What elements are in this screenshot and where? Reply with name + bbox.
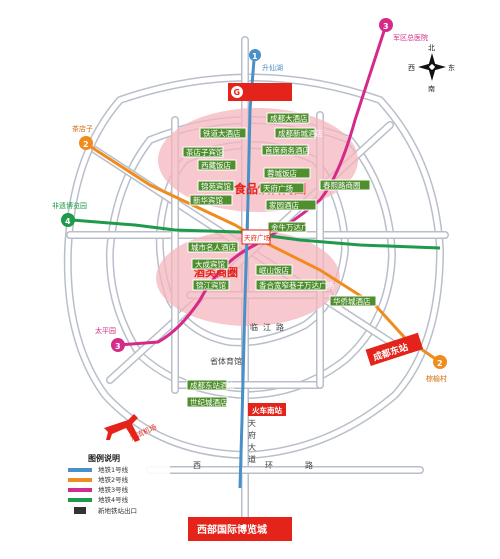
svg-text:3: 3 [383, 22, 389, 31]
svg-text:军区总医院: 军区总医院 [393, 33, 428, 42]
svg-text:大: 大 [248, 442, 256, 452]
svg-text:太平园: 太平园 [95, 326, 116, 335]
svg-text:金牛万达广场: 金牛万达广场 [271, 222, 316, 232]
svg-text:西藏饭店: 西藏饭店 [201, 160, 231, 170]
svg-text:春熙路商圈: 春熙路商圈 [323, 180, 361, 190]
metro-line-2 [87, 143, 441, 364]
svg-text:家园酒店: 家园酒店 [269, 200, 299, 210]
svg-text:东: 东 [448, 63, 455, 72]
expo-label: 西部国际博览城 [197, 523, 267, 536]
svg-text:府: 府 [248, 430, 256, 440]
svg-text:茶店子宾馆: 茶店子宾馆 [186, 147, 224, 157]
svg-text:新华宾馆: 新华宾馆 [193, 195, 223, 205]
metro-line-4 [71, 218, 441, 250]
svg-text:蓉城饭店: 蓉城饭店 [267, 168, 297, 178]
metro-line-1 [238, 59, 256, 489]
svg-text:2: 2 [437, 359, 443, 368]
svg-text:升仙湖: 升仙湖 [262, 63, 283, 72]
svg-text:成都新城酒店: 成都新城酒店 [278, 128, 323, 138]
terminal-line4-west[interactable]: 4 非遗博览园 [52, 201, 87, 227]
svg-text:岷山饭店: 岷山饭店 [259, 265, 289, 275]
svg-text:地铁3号线: 地铁3号线 [98, 485, 129, 494]
food-circle-area [158, 108, 358, 212]
svg-text:临: 临 [250, 322, 258, 332]
map-legend: 图例说明 地铁1号线 地铁2号线 地铁3号线 地铁4号线 新地铁站出口 [60, 450, 170, 520]
svg-text:G: G [234, 88, 241, 97]
svg-text:华侨城酒店: 华侨城酒店 [333, 296, 371, 306]
terminal-line2-west[interactable]: 2 茶店子 [72, 124, 93, 150]
svg-text:4: 4 [65, 217, 71, 226]
svg-text:锦江宾馆: 锦江宾馆 [196, 280, 226, 290]
svg-text:茶店子: 茶店子 [72, 124, 93, 133]
hotel-boxes: 成都大酒店 铁道大酒店 西藏饭店 锦苑宾馆 新华宾馆 城市名人酒店 大成宾馆 锦… [182, 112, 377, 408]
svg-text:铁道大酒店: 铁道大酒店 [203, 128, 241, 138]
svg-text:2: 2 [83, 140, 89, 149]
svg-text:新地铁站出口: 新地铁站出口 [98, 506, 137, 515]
svg-text:地铁1号线: 地铁1号线 [98, 465, 129, 474]
svg-text:大成宾馆: 大成宾馆 [195, 259, 225, 269]
station-south-marker[interactable]: 火车南站 [248, 403, 286, 416]
svg-text:香合宽窄巷子万达广场: 香合宽窄巷子万达广场 [259, 280, 334, 290]
svg-text:省体育馆: 省体育馆 [210, 356, 242, 366]
svg-text:城市名人酒店: 城市名人酒店 [191, 242, 236, 252]
expo-center-banner[interactable]: 西部国际博览城 [188, 517, 292, 541]
svg-text:世纪城酒店: 世纪城酒店 [190, 397, 228, 407]
svg-text:西: 西 [408, 64, 415, 72]
terminal-line1-north[interactable]: 1 升仙湖 [249, 49, 283, 72]
svg-text:3: 3 [115, 342, 121, 351]
svg-text:1: 1 [252, 52, 258, 61]
svg-text:地铁4号线: 地铁4号线 [98, 495, 129, 504]
svg-text:西: 西 [193, 461, 201, 470]
station-north-label: 火车北站 [245, 86, 285, 99]
compass-icon: 北 南 东 西 [408, 44, 455, 93]
svg-text:环: 环 [265, 461, 273, 470]
svg-text:锦苑宾馆: 锦苑宾馆 [201, 181, 231, 191]
terminal-line3-south[interactable]: 3 太平园 [95, 326, 125, 352]
svg-text:成都大酒店: 成都大酒店 [270, 113, 308, 123]
svg-text:北: 北 [428, 44, 435, 52]
terminal-line3-north[interactable]: 3 军区总医院 [379, 18, 428, 42]
svg-text:南: 南 [428, 84, 435, 93]
station-north-marker[interactable]: G 火车北站 [228, 83, 292, 101]
svg-text:江: 江 [263, 323, 271, 332]
svg-text:地铁2号线: 地铁2号线 [98, 475, 129, 484]
wine-circle-area [156, 230, 340, 326]
station-south-label: 火车南站 [252, 405, 282, 415]
metro-line-3 [117, 24, 388, 347]
terminal-line2-east[interactable]: 2 棕榆村 [426, 355, 447, 383]
svg-text:非遗博览园: 非遗博览园 [52, 201, 87, 210]
svg-text:首席商务酒店: 首席商务酒店 [265, 145, 310, 155]
svg-text:路: 路 [276, 322, 284, 332]
svg-text:天府广场: 天府广场 [263, 183, 293, 193]
svg-text:道: 道 [248, 454, 256, 464]
legend-title: 图例说明 [88, 453, 120, 463]
svg-text:棕榆村: 棕榆村 [426, 374, 447, 383]
airport-marker: 双流机场 [104, 414, 158, 442]
svg-text:天: 天 [248, 419, 256, 428]
svg-text:路: 路 [305, 460, 313, 470]
tianfu-square-label: 天府广场 [244, 233, 271, 242]
svg-text:成都东站酒店: 成都东站酒店 [190, 380, 235, 390]
